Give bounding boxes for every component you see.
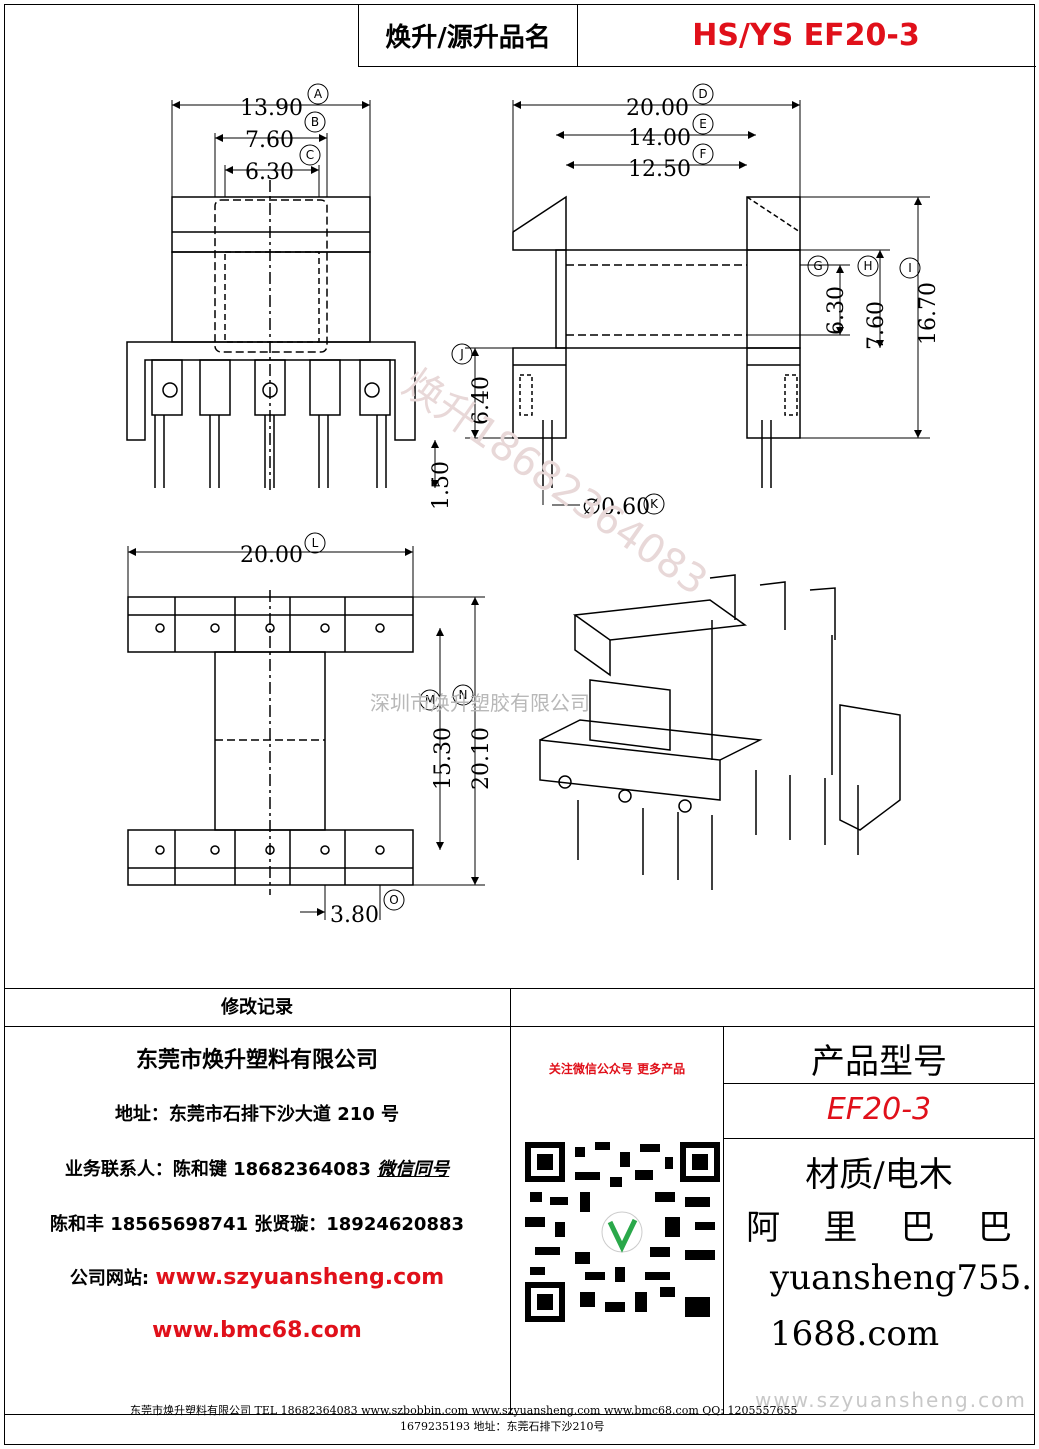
- site-link-2[interactable]: www.bmc68.com: [152, 1318, 362, 1343]
- marker-j: J: [459, 347, 464, 361]
- divider-vertical-2: [723, 1026, 724, 1414]
- footer-line-1: 东莞市焕升塑料有限公司 TEL 18682364083 www.szbobbin…: [130, 1404, 798, 1417]
- marker-m: M: [425, 693, 435, 707]
- dim-d: 20.00: [626, 96, 689, 121]
- marker-h: H: [863, 259, 872, 273]
- dim-k: ∅0.60: [582, 495, 650, 520]
- page-frame: [4, 4, 1035, 1445]
- shop-line-2[interactable]: 1688.com: [770, 1314, 940, 1354]
- dim-n: 20.10: [469, 727, 494, 790]
- marker-b: B: [311, 115, 319, 129]
- dim-f: 12.50: [628, 157, 691, 182]
- revision-title: 修改记录: [221, 997, 293, 1018]
- shop-line-1[interactable]: yuansheng755.: [770, 1258, 1033, 1298]
- marker-g: G: [813, 259, 822, 273]
- dim-b: 7.60: [245, 128, 294, 153]
- technical-drawing: 13.90 7.60 6.30 1.50 20.00 14.00 12.50 6…: [126, 83, 941, 928]
- wechat-note: 微信同号: [377, 1159, 450, 1180]
- dim-i: 16.70: [916, 282, 941, 345]
- marker-n: N: [459, 688, 468, 702]
- marker-a: A: [314, 87, 323, 101]
- watermark-site: www.szyuansheng.com: [755, 1388, 1027, 1412]
- footer-line-2: 1679235193 地址：东莞石排下沙210号: [400, 1420, 605, 1433]
- divider-vertical-1: [510, 988, 511, 1414]
- dim-pin-length: 1.50: [429, 461, 454, 510]
- qr-code: [525, 1142, 720, 1322]
- divider-product-2: [723, 1138, 1035, 1139]
- model-value: EF20-3: [826, 1092, 932, 1127]
- divider-revision-bottom: [4, 1026, 1035, 1027]
- alibaba-label: 阿 里 巴 巴: [746, 1208, 1012, 1248]
- company-name: 东莞市焕升塑料有限公司: [135, 1048, 378, 1073]
- marker-l: L: [312, 536, 319, 550]
- product-name-label: 焕升/源升品名: [358, 4, 578, 67]
- dim-e: 14.00: [628, 126, 691, 151]
- dim-a: 13.90: [240, 96, 303, 121]
- divider-footer: [4, 1414, 1035, 1415]
- marker-e: E: [699, 117, 707, 131]
- marker-d: D: [698, 87, 707, 101]
- model-label: 产品型号: [811, 1042, 947, 1082]
- marker-f: F: [700, 147, 707, 161]
- qr-caption: 关注微信公众号 更多产品: [548, 1062, 686, 1076]
- side-right-flange: [746, 196, 801, 251]
- company-address: 地址：东莞市石排下沙大道 210 号: [114, 1104, 400, 1125]
- divider-product-1: [723, 1083, 1035, 1084]
- site-link-1[interactable]: www.szyuansheng.com: [155, 1265, 445, 1290]
- side-left-flange: [512, 195, 567, 251]
- dim-g: 6.30: [824, 286, 849, 335]
- dim-c: 6.30: [245, 160, 294, 185]
- dim-m: 15.30: [431, 727, 456, 790]
- dim-h: 7.60: [864, 301, 889, 350]
- site-label: 公司网站:: [69, 1268, 150, 1289]
- company-contacts2: 陈和丰 18565698741 张贤璇：18924620883: [49, 1214, 465, 1235]
- marker-k: K: [650, 497, 659, 511]
- dim-j: 6.40: [469, 376, 494, 425]
- product-name-value: HS/YS EF20-3: [576, 4, 1036, 67]
- marker-c: C: [306, 148, 314, 162]
- front-top-flange: [171, 196, 371, 253]
- marker-i: I: [908, 261, 912, 275]
- front-core-body: [171, 251, 371, 343]
- watermark-company: 深圳市焕升塑胶有限公司: [370, 691, 590, 715]
- front-base: [126, 341, 416, 441]
- material: 材质/电木: [805, 1155, 953, 1195]
- company-contact: 业务联系人：陈和键 18682364083: [64, 1159, 371, 1180]
- divider-revision-top: [4, 988, 1035, 989]
- marker-o: O: [389, 893, 398, 907]
- dim-o: 3.80: [330, 903, 379, 928]
- dim-l: 20.00: [240, 543, 303, 568]
- isometric-view: [539, 574, 901, 890]
